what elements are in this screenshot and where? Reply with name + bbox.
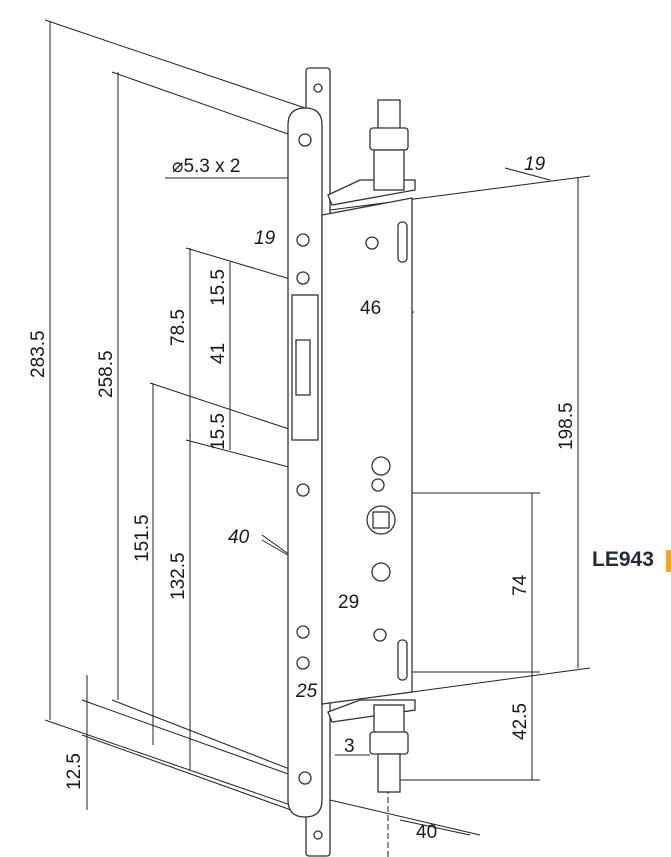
dimension-lines [49, 22, 579, 836]
dim-12-5: 12.5 [64, 753, 85, 790]
dim-258-5: 258.5 [96, 350, 117, 398]
dim-40-bottom: 40 [416, 822, 437, 843]
dimension-labels: 283.5 258.5 151.5 132.5 12.5 78.5 15.5 4… [28, 154, 577, 843]
extension-lines [44, 19, 591, 857]
dim-19-top: 19 [524, 154, 546, 175]
dim-41: 41 [208, 343, 229, 364]
dim-3: 3 [344, 736, 355, 757]
cylinder-hole-top [371, 456, 391, 476]
lock-case [321, 197, 413, 705]
slot-top [397, 221, 408, 263]
top-bolt [369, 99, 409, 191]
dim-74: 74 [510, 574, 531, 596]
model-label: LE943 [592, 548, 654, 571]
dim-151-5: 151.5 [132, 514, 153, 562]
dim-40-left: 40 [228, 527, 250, 548]
dim-132-5: 132.5 [168, 552, 189, 600]
dim-78-5: 78.5 [168, 309, 189, 346]
dim-15-5-bottom: 15.5 [208, 413, 229, 450]
bottom-bolt [369, 704, 409, 793]
cylinder-hole-bottom [371, 562, 391, 582]
accent-bar [666, 550, 671, 572]
hole-note: ⌀5.3 x 2 [172, 156, 240, 177]
dim-198-5: 198.5 [556, 402, 577, 450]
dim-46: 46 [360, 298, 381, 319]
dim-15-5-top: 15.5 [208, 269, 229, 306]
dim-42-5: 42.5 [510, 703, 531, 740]
faceplate [287, 107, 323, 818]
screws [296, 233, 387, 670]
dim-283-5: 283.5 [28, 330, 49, 378]
mounting-holes [298, 83, 323, 840]
dim-19-plate: 19 [254, 228, 276, 249]
dim-29: 29 [338, 592, 359, 613]
slot-bottom [397, 639, 408, 681]
spindle-square [372, 511, 390, 529]
dim-25: 25 [295, 681, 318, 702]
